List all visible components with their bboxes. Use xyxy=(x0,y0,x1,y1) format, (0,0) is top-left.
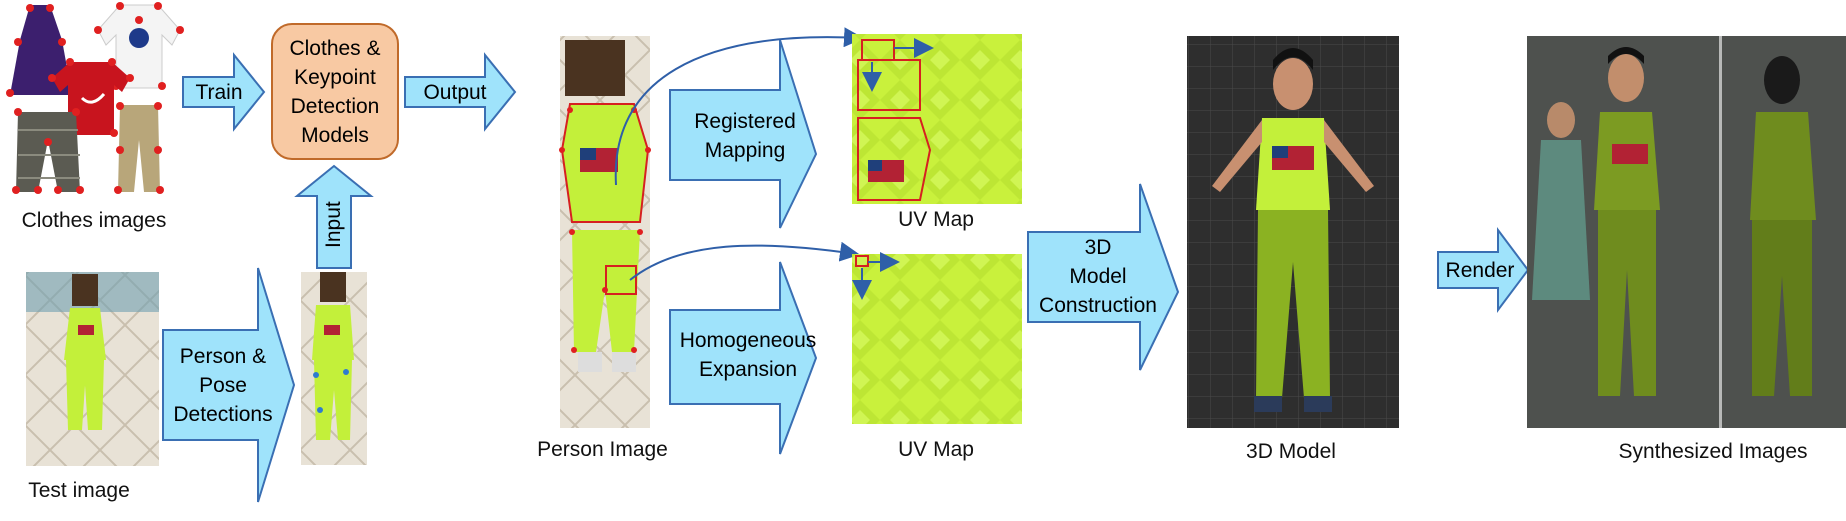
uv-map-bottom xyxy=(852,252,1022,424)
model-box xyxy=(271,23,399,160)
person-pose-line-1: Person & xyxy=(179,345,267,368)
model-box-text: Clothes & Keypoint Detection Models xyxy=(272,34,398,150)
model-construction-line-3: Construction xyxy=(1039,294,1157,317)
model-box-line-3: Detection xyxy=(290,95,380,118)
person-image xyxy=(559,36,651,428)
3d-model-render xyxy=(1187,36,1399,428)
plaid-pants-thumbnail xyxy=(12,108,84,194)
person-image-label: Person Image xyxy=(537,438,668,461)
3d-model-label: 3D Model xyxy=(1246,440,1336,463)
train-arrow xyxy=(182,52,266,132)
registered-mapping-line-2: Mapping xyxy=(704,139,786,162)
homogeneous-expansion-line-2: Expansion xyxy=(698,358,798,381)
registered-mapping-line-1: Registered xyxy=(694,110,796,133)
registered-mapping-arrow xyxy=(669,39,818,229)
uv-map-bottom-label: UV Map xyxy=(898,438,974,461)
model-construction-arrow xyxy=(1027,183,1180,371)
train-arrow-label: Train xyxy=(195,81,243,104)
uv-map-top xyxy=(852,34,1022,204)
output-arrow-label: Output xyxy=(423,81,487,104)
model-construction-line-2: Model xyxy=(1069,265,1127,288)
input-arrow-label: Input xyxy=(322,201,345,249)
detection-image-thumbnail xyxy=(301,272,367,465)
person-pose-arrow xyxy=(162,267,296,503)
person-pose-line-3: Detections xyxy=(173,403,273,426)
test-image-label: Test image xyxy=(28,479,130,502)
homogeneous-expansion-arrow-label: Homogeneous Expansion xyxy=(668,326,828,384)
output-arrow xyxy=(404,52,517,132)
registered-mapping-arrow-label: Registered Mapping xyxy=(670,107,820,165)
bottom-connector-curve xyxy=(629,241,860,281)
top-connector-curve xyxy=(614,27,864,186)
clothes-images-label: Clothes images xyxy=(21,209,167,232)
person-pose-line-2: Pose xyxy=(199,374,247,397)
render-arrow-label: Render xyxy=(1445,259,1515,282)
khaki-pants-thumbnail xyxy=(114,102,164,194)
clothes-images-group xyxy=(6,2,184,194)
model-box-line-4: Models xyxy=(301,124,369,147)
uv-map-top-label: UV Map xyxy=(898,208,974,231)
model-box-line-1: Clothes & xyxy=(289,37,381,60)
render-arrow xyxy=(1437,227,1530,313)
model-construction-arrow-label: 3D Model Construction xyxy=(1028,233,1168,320)
homogeneous-expansion-arrow xyxy=(669,261,818,455)
homogeneous-expansion-line-1: Homogeneous xyxy=(679,329,817,352)
person-pose-arrow-label: Person & Pose Detections xyxy=(164,342,282,429)
model-box-line-2: Keypoint xyxy=(294,66,376,89)
model-construction-line-1: 3D xyxy=(1084,236,1112,259)
input-arrow xyxy=(294,164,374,269)
synthesized-images xyxy=(1527,36,1846,428)
synthesized-images-label: Synthesized Images xyxy=(1618,440,1808,463)
test-image-thumbnail xyxy=(26,272,159,466)
